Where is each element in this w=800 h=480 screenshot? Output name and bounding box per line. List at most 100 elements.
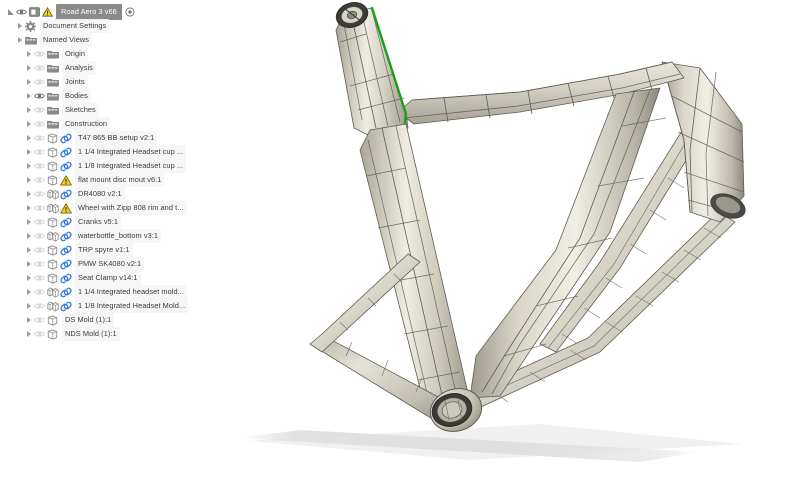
- eye-icon[interactable]: [33, 201, 46, 215]
- browser-item-row[interactable]: waterbottle_bottom v3:1: [0, 229, 200, 243]
- component-icon[interactable]: [46, 145, 59, 159]
- browser-item-row[interactable]: Origin: [0, 47, 200, 61]
- expand-arrow-icon[interactable]: [24, 89, 33, 103]
- expand-arrow-icon[interactable]: [24, 285, 33, 299]
- link-icon[interactable]: [59, 229, 72, 243]
- browser-item-row[interactable]: Named Views: [0, 33, 200, 47]
- expand-arrow-icon[interactable]: [15, 19, 24, 33]
- assembly-icon[interactable]: [46, 187, 59, 201]
- folder-icon[interactable]: [46, 75, 59, 89]
- browser-item-row[interactable]: 1 1/8 Integrated Headset Mold...: [0, 299, 200, 313]
- link-icon[interactable]: [59, 271, 72, 285]
- expand-arrow-icon[interactable]: [24, 243, 33, 257]
- eye-icon[interactable]: [33, 61, 46, 75]
- eye-icon[interactable]: [33, 229, 46, 243]
- link-icon[interactable]: [59, 131, 72, 145]
- warning-icon[interactable]: [41, 5, 54, 19]
- folder-icon[interactable]: [24, 33, 37, 47]
- browser-item-row[interactable]: PMW SK4080 v2:1: [0, 257, 200, 271]
- expand-arrow-icon[interactable]: [24, 187, 33, 201]
- expand-arrow-icon[interactable]: [15, 33, 24, 47]
- browser-item-row[interactable]: TRP spyre v1:1: [0, 243, 200, 257]
- link-icon[interactable]: [59, 215, 72, 229]
- target-icon[interactable]: [124, 5, 137, 19]
- assembly-icon[interactable]: [46, 201, 59, 215]
- expand-arrow-icon[interactable]: [24, 103, 33, 117]
- bicycle-frame-model[interactable]: [309, 0, 749, 437]
- folder-icon[interactable]: [46, 103, 59, 117]
- eye-icon[interactable]: [33, 173, 46, 187]
- eye-icon[interactable]: [33, 257, 46, 271]
- expand-arrow-icon[interactable]: [24, 47, 33, 61]
- browser-root-row[interactable]: Road Aero 3 v66: [0, 4, 200, 20]
- component-icon[interactable]: [46, 257, 59, 271]
- link-icon[interactable]: [59, 285, 72, 299]
- component-icon[interactable]: [46, 159, 59, 173]
- browser-item-row[interactable]: Cranks v5:1: [0, 215, 200, 229]
- expand-arrow-icon[interactable]: [24, 299, 33, 313]
- browser-item-row[interactable]: 1 1/4 Integrated headset mold...: [0, 285, 200, 299]
- assembly-icon[interactable]: [46, 229, 59, 243]
- eye-icon[interactable]: [33, 47, 46, 61]
- expand-arrow-icon[interactable]: [24, 215, 33, 229]
- browser-item-row[interactable]: Document Settings: [0, 19, 200, 33]
- component-icon[interactable]: [46, 313, 59, 327]
- browser-item-row[interactable]: 1 1/4 Integrated Headset cup ...: [0, 145, 200, 159]
- folder-icon[interactable]: [46, 117, 59, 131]
- link-icon[interactable]: [59, 145, 72, 159]
- expand-arrow-icon[interactable]: [24, 327, 33, 341]
- expand-arrow-icon[interactable]: [24, 117, 33, 131]
- eye-icon[interactable]: [33, 75, 46, 89]
- browser-item-row[interactable]: T47 865 BB setup v2:1: [0, 131, 200, 145]
- warning-icon[interactable]: [59, 173, 72, 187]
- assembly-icon[interactable]: [46, 299, 59, 313]
- document-icon[interactable]: [28, 5, 41, 19]
- link-icon[interactable]: [59, 299, 72, 313]
- eye-icon[interactable]: [33, 313, 46, 327]
- eye-icon[interactable]: [33, 89, 46, 103]
- component-icon[interactable]: [46, 271, 59, 285]
- expand-arrow-icon[interactable]: [24, 201, 33, 215]
- eye-icon[interactable]: [33, 117, 46, 131]
- folder-icon[interactable]: [46, 61, 59, 75]
- eye-icon[interactable]: [33, 243, 46, 257]
- eye-icon[interactable]: [33, 145, 46, 159]
- folder-icon[interactable]: [46, 47, 59, 61]
- assembly-icon[interactable]: [46, 285, 59, 299]
- expand-arrow-icon[interactable]: [24, 271, 33, 285]
- link-icon[interactable]: [59, 159, 72, 173]
- eye-icon[interactable]: [33, 131, 46, 145]
- component-icon[interactable]: [46, 131, 59, 145]
- browser-item-row[interactable]: NDS Mold (1):1: [0, 327, 200, 341]
- expand-arrow-icon[interactable]: [24, 257, 33, 271]
- browser-item-list[interactable]: Document Settings Named Views Origin Ana…: [0, 19, 200, 341]
- browser-item-row[interactable]: Sketches: [0, 103, 200, 117]
- browser-item-row[interactable]: DR4080 v2:1: [0, 187, 200, 201]
- link-icon[interactable]: [59, 243, 72, 257]
- browser-item-row[interactable]: Bodies: [0, 89, 200, 103]
- gear-icon[interactable]: [24, 19, 37, 33]
- link-icon[interactable]: [59, 187, 72, 201]
- expand-arrow-icon[interactable]: [24, 313, 33, 327]
- expand-arrow-icon[interactable]: [24, 61, 33, 75]
- eye-icon[interactable]: [15, 5, 28, 19]
- component-icon[interactable]: [46, 215, 59, 229]
- eye-icon[interactable]: [33, 299, 46, 313]
- browser-tree-panel[interactable]: Road Aero 3 v66 Document Settings: [0, 0, 200, 341]
- eye-icon[interactable]: [33, 103, 46, 117]
- expand-arrow-icon[interactable]: [24, 173, 33, 187]
- browser-item-row[interactable]: Seat Clamp v14:1: [0, 271, 200, 285]
- expand-arrow-icon[interactable]: [24, 145, 33, 159]
- eye-icon[interactable]: [33, 159, 46, 173]
- expand-arrow-icon[interactable]: [24, 159, 33, 173]
- browser-item-row[interactable]: Analysis: [0, 61, 200, 75]
- browser-item-row[interactable]: flat mount disc mout v6:1: [0, 173, 200, 187]
- browser-item-row[interactable]: Construction: [0, 117, 200, 131]
- component-icon[interactable]: [46, 243, 59, 257]
- expand-arrow-icon[interactable]: [24, 75, 33, 89]
- warning-icon[interactable]: [59, 201, 72, 215]
- expand-arrow-icon[interactable]: [24, 131, 33, 145]
- eye-icon[interactable]: [33, 215, 46, 229]
- link-icon[interactable]: [59, 257, 72, 271]
- collapse-arrow-icon[interactable]: [6, 5, 15, 19]
